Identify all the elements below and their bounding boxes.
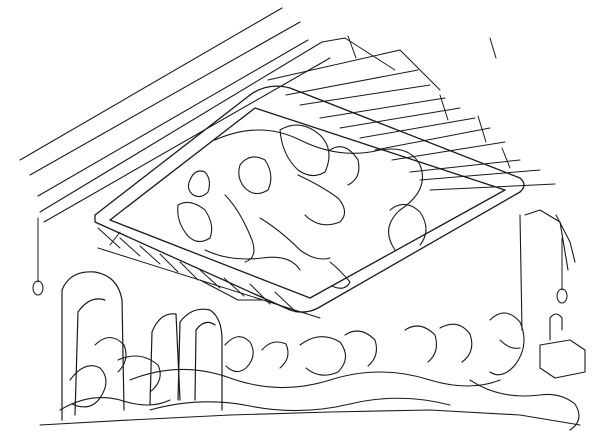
lower-slat bbox=[97, 227, 121, 249]
slat-line bbox=[267, 49, 441, 91]
slat-line bbox=[501, 147, 511, 169]
figure bbox=[329, 261, 351, 289]
lower-slat bbox=[199, 279, 263, 301]
beam-line bbox=[37, 39, 309, 197]
frame-inner bbox=[109, 107, 506, 299]
wall-edge bbox=[519, 214, 523, 331]
figure bbox=[297, 174, 346, 226]
figure-swirl bbox=[204, 249, 301, 271]
crate-handle bbox=[549, 313, 563, 341]
frame-outline bbox=[94, 85, 525, 313]
figure bbox=[259, 217, 331, 260]
crowd-figure bbox=[344, 330, 377, 367]
crowd-figure bbox=[439, 323, 473, 363]
crowd-figure bbox=[404, 325, 437, 363]
arch bbox=[74, 298, 106, 416]
crate bbox=[539, 339, 586, 379]
crowd-figure bbox=[299, 336, 347, 376]
beam-line bbox=[29, 21, 301, 176]
lower-slat bbox=[159, 253, 179, 273]
crowd-figure bbox=[69, 365, 107, 408]
wall-edge bbox=[555, 214, 576, 263]
lower-slat bbox=[139, 245, 161, 265]
slat-line bbox=[439, 94, 449, 121]
crowd-figures bbox=[39, 312, 581, 431]
beam-line bbox=[39, 41, 323, 213]
crowd-figure bbox=[224, 336, 254, 373]
ceiling-beams bbox=[19, 7, 331, 223]
side-object bbox=[539, 313, 586, 379]
figure bbox=[329, 146, 360, 186]
arch bbox=[177, 308, 223, 411]
crowd-figure bbox=[489, 312, 525, 376]
slat-line bbox=[489, 37, 497, 59]
crowd-flow bbox=[149, 397, 451, 412]
slat-line bbox=[347, 35, 357, 59]
arch bbox=[149, 313, 181, 406]
crowd-figure bbox=[117, 355, 161, 393]
ceiling-frame bbox=[94, 85, 525, 313]
arch bbox=[61, 271, 125, 421]
figure bbox=[389, 203, 427, 246]
slat-line bbox=[359, 117, 476, 139]
ceiling-slats bbox=[267, 35, 556, 191]
figure bbox=[224, 194, 255, 263]
crowd-figure bbox=[499, 339, 521, 349]
slat-line bbox=[321, 37, 396, 71]
slat-line bbox=[419, 169, 541, 181]
hanging-lamps bbox=[32, 217, 568, 304]
figure bbox=[279, 124, 330, 177]
lower-slat bbox=[97, 247, 321, 319]
arches bbox=[61, 271, 223, 421]
crowd-figure bbox=[94, 336, 127, 373]
beam-line bbox=[19, 7, 283, 161]
slat-line bbox=[299, 84, 431, 106]
figure bbox=[238, 156, 272, 195]
slat-line bbox=[319, 97, 446, 119]
crowd-figure bbox=[59, 397, 171, 411]
slat-line bbox=[391, 141, 506, 161]
lamp-bulb-icon bbox=[556, 288, 568, 304]
slat-line bbox=[339, 107, 461, 129]
arch bbox=[194, 321, 216, 401]
lower-slat bbox=[109, 231, 121, 246]
figure-swirl bbox=[214, 129, 424, 251]
crowd-figure bbox=[469, 379, 580, 431]
lower-slats bbox=[97, 227, 321, 319]
lamp-bulb-icon bbox=[32, 280, 44, 296]
crowd-figure bbox=[261, 341, 289, 369]
figure bbox=[177, 201, 213, 243]
slat-line bbox=[409, 159, 521, 173]
beam-line bbox=[43, 57, 331, 223]
right-wall bbox=[519, 209, 576, 331]
crowd-flow bbox=[39, 409, 581, 426]
lower-slat bbox=[274, 291, 297, 313]
lower-slat bbox=[179, 261, 199, 281]
painting-figures bbox=[177, 124, 427, 289]
lower-slat bbox=[119, 237, 141, 257]
slat-line bbox=[374, 127, 491, 151]
figure bbox=[187, 170, 211, 198]
slat-line bbox=[285, 69, 419, 96]
slat-line bbox=[429, 183, 556, 191]
wall-edge bbox=[524, 209, 569, 271]
crowd-flow bbox=[129, 368, 501, 389]
slat-line bbox=[477, 115, 487, 143]
